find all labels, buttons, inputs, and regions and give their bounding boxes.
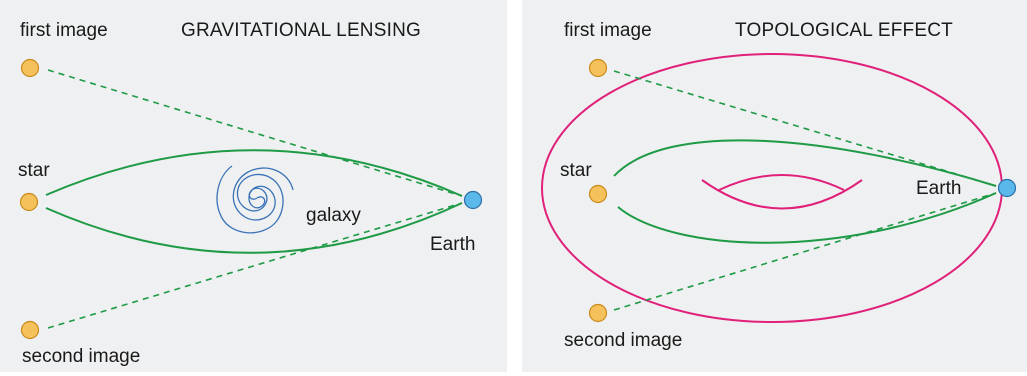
torus-hole-lower-arc <box>701 179 863 210</box>
second-image-sightline <box>613 192 997 311</box>
lower-light-path <box>617 192 997 244</box>
star-label: star <box>560 160 592 181</box>
first-image-label: first image <box>20 20 108 41</box>
first-image-label: first image <box>564 20 652 41</box>
topology-diagram: first image TOPOLOGICAL EFFECT star Eart… <box>541 20 1017 351</box>
upper-light-path <box>45 149 463 197</box>
panel-title: TOPOLOGICAL EFFECT <box>735 20 953 41</box>
lensing-diagram: first image GRAVITATIONAL LENSING star g… <box>18 20 483 367</box>
torus-hole-upper-arc <box>718 174 845 191</box>
earth-marker <box>463 190 483 210</box>
star-label: star <box>18 160 50 181</box>
second-image-marker <box>588 303 608 323</box>
panel-title: GRAVITATIONAL LENSING <box>181 20 421 41</box>
second-image-marker <box>20 320 40 340</box>
first-image-sightline <box>613 70 997 187</box>
upper-light-path <box>613 139 997 187</box>
star-marker <box>19 192 39 212</box>
star-marker <box>588 184 608 204</box>
earth-label: Earth <box>916 178 961 199</box>
second-image-label: second image <box>564 330 682 351</box>
earth-label: Earth <box>430 234 475 255</box>
first-image-marker <box>588 58 608 78</box>
second-image-sightline <box>47 202 463 329</box>
second-image-label: second image <box>22 346 140 367</box>
earth-marker <box>997 178 1017 198</box>
galaxy-label: galaxy <box>306 205 361 226</box>
first-image-marker <box>20 58 40 78</box>
gravitational-lensing-panel: first image GRAVITATIONAL LENSING star g… <box>0 0 507 372</box>
galaxy-spiral <box>216 165 294 234</box>
first-image-sightline <box>47 69 463 197</box>
topological-effect-panel: first image TOPOLOGICAL EFFECT star Eart… <box>522 0 1027 372</box>
lower-light-path <box>45 202 463 254</box>
